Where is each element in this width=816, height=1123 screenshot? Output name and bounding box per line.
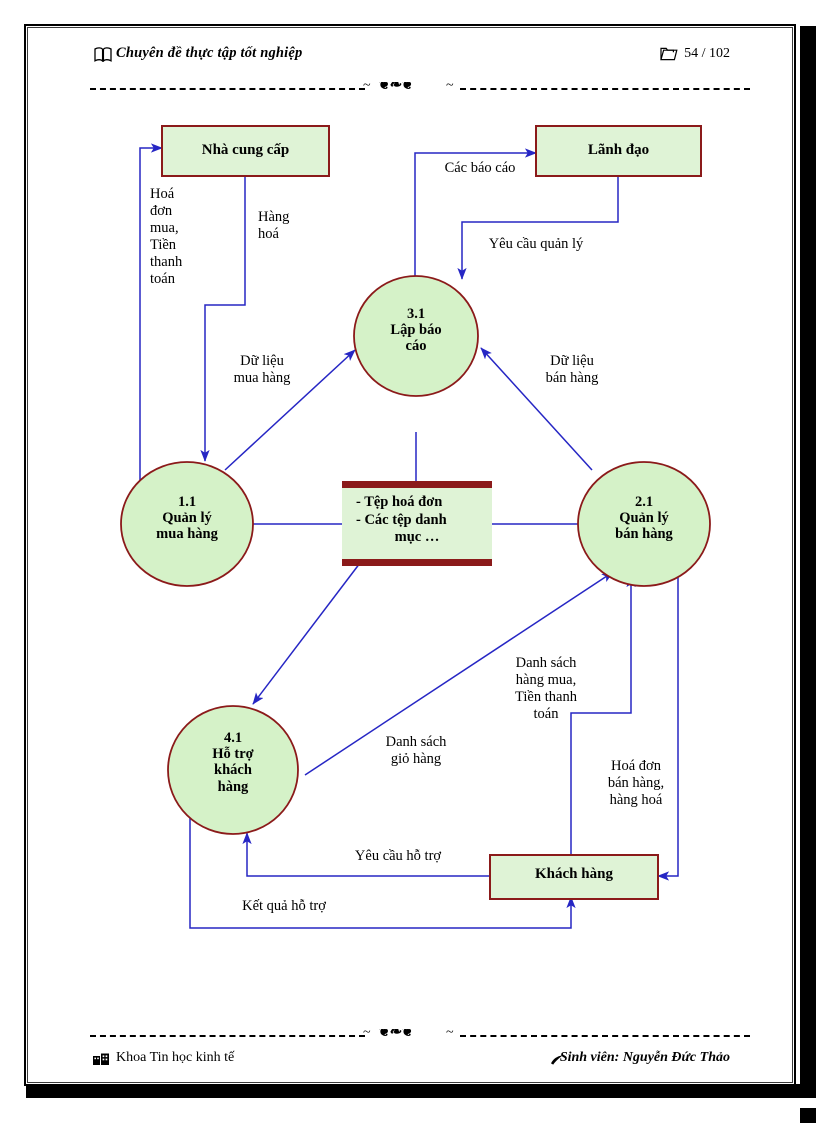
process-name: Lập báo cáo bbox=[390, 322, 442, 355]
process-number: 4.1 bbox=[223, 730, 243, 746]
header-title: Chuyên đề thực tập tốt nghiệp bbox=[116, 45, 303, 61]
process-number: 2.1 bbox=[634, 494, 654, 510]
flow-label-cac-bao-cao: Các báo cáo bbox=[444, 160, 516, 176]
flow-label-danh-sach-gio-hang: Danh sách giỏ hàng bbox=[385, 734, 447, 767]
page-header: Chuyên đề thực tập tốt nghiệp 54 / 102 bbox=[60, 45, 760, 85]
page-shadow-right bbox=[800, 26, 816, 1123]
divider-dash-right bbox=[460, 1035, 750, 1037]
divider-tilde-left: ~ bbox=[363, 82, 371, 93]
external-entity-label: Khách hàng bbox=[535, 866, 613, 882]
page-shadow-bottom bbox=[26, 1084, 816, 1098]
page-indicator: 54 / 102 bbox=[684, 46, 730, 61]
process-3-1[interactable]: 3.1 Lập báo cáo bbox=[354, 306, 478, 355]
book-icon bbox=[94, 47, 112, 63]
external-entity-label: Lãnh đạo bbox=[587, 142, 650, 158]
process-name: Quản lý mua hàng bbox=[156, 510, 218, 543]
flow-label-du-lieu-ban-hang: Dữ liệu bán hàng bbox=[545, 353, 599, 386]
folder-icon bbox=[660, 47, 678, 61]
divider-tilde-right: ~ bbox=[446, 82, 454, 93]
external-entity-label: Nhà cung cấp bbox=[201, 142, 290, 158]
process-2-1[interactable]: 2.1 Quản lý bán hàng bbox=[578, 494, 710, 543]
pen-icon bbox=[550, 1053, 564, 1065]
building-icon bbox=[92, 1052, 110, 1066]
data-store-line-1: - Tệp hoá đơn bbox=[356, 494, 443, 510]
flow-label-yeu-cau-ho-tro: Yêu cầu hỗ trợ bbox=[354, 848, 442, 864]
divider-dash-right bbox=[460, 88, 750, 90]
divider-dash-left bbox=[90, 1035, 365, 1037]
header-divider: ~ ❦❧❦ ~ bbox=[60, 82, 760, 96]
flow-label-danh-sach-hang-mua: Danh sách hàng mua, Tiền thanh toán bbox=[515, 655, 577, 722]
data-store-line-2: - Các tệp danh bbox=[356, 511, 447, 528]
footer-right-text: Sinh viên: Nguyễn Đức Thảo bbox=[559, 1050, 730, 1065]
data-store-line-3: mục … bbox=[394, 529, 440, 546]
divider-tilde-left: ~ bbox=[363, 1029, 371, 1040]
external-entity-khach-hang[interactable]: Khách hàng bbox=[490, 866, 658, 883]
process-name: Quản lý bán hàng bbox=[615, 510, 673, 543]
ornament-icon: ❦❧❦ bbox=[378, 1029, 414, 1040]
process-4-1[interactable]: 4.1 Hỗ trợ khách hàng bbox=[168, 730, 298, 795]
page-shadow-bottom-gap bbox=[26, 1098, 816, 1108]
flow-label-du-lieu-mua-hang: Dữ liệu mua hàng bbox=[233, 353, 291, 386]
flow-label-hoa-don-ban-hang: Hoá đơn bán hàng, hàng hoá bbox=[607, 758, 665, 808]
process-1-1[interactable]: 1.1 Quản lý mua hàng bbox=[121, 494, 253, 543]
flow-label-hang-hoa: Hàng hoá bbox=[258, 209, 290, 242]
divider-tilde-right: ~ bbox=[446, 1029, 454, 1040]
flow-label-hoa-don-mua: Hoá đơn mua, Tiền thanh toán bbox=[150, 186, 183, 287]
flow-label-ket-qua-ho-tro: Kết quả hỗ trợ bbox=[242, 898, 326, 914]
external-entity-lanh-dao[interactable]: Lãnh đạo bbox=[536, 142, 701, 159]
footer-divider: ~ ❦❧❦ ~ bbox=[60, 1029, 760, 1043]
process-name: Hỗ trợ khách hàng bbox=[212, 746, 254, 795]
ornament-icon: ❦❧❦ bbox=[378, 82, 414, 93]
process-number: 3.1 bbox=[406, 306, 426, 322]
flow-label-yeu-cau-quan-ly: Yêu cầu quản lý bbox=[488, 236, 584, 252]
divider-dash-left bbox=[90, 88, 365, 90]
data-store-tep-du-lieu[interactable]: - Tệp hoá đơn - Các tệp danh mục … bbox=[346, 494, 488, 547]
process-number: 1.1 bbox=[177, 494, 197, 510]
footer-left-text: Khoa Tin học kinh tế bbox=[116, 1050, 235, 1065]
external-entity-nha-cung-cap[interactable]: Nhà cung cấp bbox=[162, 142, 329, 159]
page-footer: Khoa Tin học kinh tế Sinh viên: Nguyễn Đ… bbox=[60, 1050, 760, 1080]
